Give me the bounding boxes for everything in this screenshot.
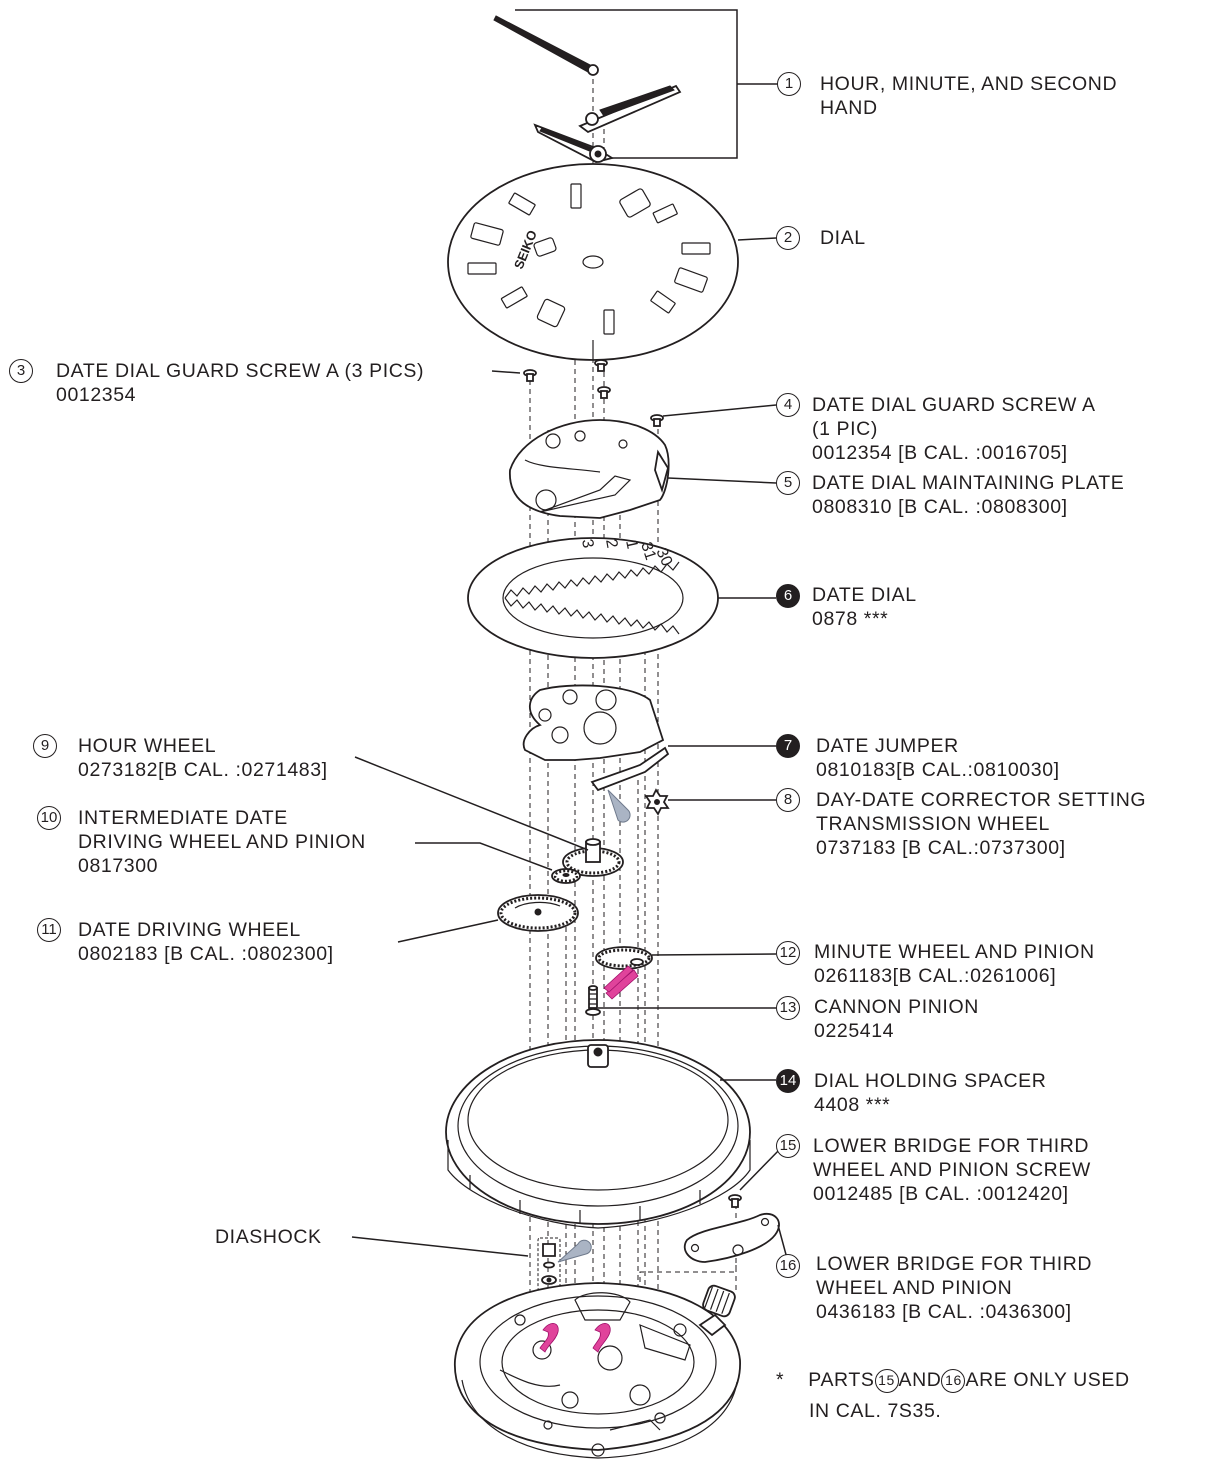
part-label-2: DIAL bbox=[820, 227, 866, 249]
oil-drop bbox=[607, 789, 631, 823]
date-numeral-1: 1 bbox=[622, 538, 640, 550]
part-label-3: DATE DIAL GUARD SCREW A (3 PICS)0012354 bbox=[56, 360, 425, 406]
transmission-wheel-part bbox=[644, 788, 776, 816]
note-star: * bbox=[776, 1369, 785, 1391]
lubricant-marks bbox=[603, 965, 639, 1000]
part-number-3: 3 bbox=[9, 359, 33, 383]
dial-part: SEIKO bbox=[447, 163, 739, 361]
part-number-12: 12 bbox=[776, 941, 800, 965]
part-number-8: 8 bbox=[776, 788, 800, 812]
movement-part bbox=[454, 1282, 741, 1459]
note-number-15: 15 bbox=[874, 1368, 899, 1393]
date-jumper-part bbox=[522, 684, 776, 792]
part-number-10: 10 bbox=[37, 806, 61, 830]
note-number-16: 16 bbox=[941, 1368, 966, 1393]
leader-2 bbox=[737, 237, 777, 241]
intermediate-wheel-part bbox=[415, 842, 581, 884]
note-line-2: IN CAL. 7S35. bbox=[809, 1399, 942, 1422]
part-number-7: 7 bbox=[776, 734, 800, 758]
minute-wheel-part bbox=[595, 946, 777, 970]
hour-wheel-part bbox=[354, 756, 624, 877]
hands-part bbox=[493, 15, 682, 163]
date-numeral-30: 30 bbox=[652, 546, 675, 569]
part-number-13: 13 bbox=[776, 996, 800, 1020]
note-text-middle: AND bbox=[898, 1369, 942, 1391]
part-number-1: 1 bbox=[777, 72, 801, 96]
note-text-before: PARTS bbox=[808, 1369, 875, 1391]
part-number-6: 6 bbox=[776, 584, 800, 608]
screw-4-part bbox=[650, 404, 777, 427]
note-text-after: ARE ONLY USED bbox=[965, 1369, 1130, 1391]
date-dial-part: 3 2 1 31 30 bbox=[467, 537, 776, 659]
date-dial-maintaining-plate-part bbox=[509, 419, 777, 519]
part-number-11: 11 bbox=[37, 918, 61, 942]
part-number-5: 5 bbox=[776, 471, 800, 495]
part-number-4: 4 bbox=[776, 393, 800, 417]
part-number-14: 14 bbox=[776, 1069, 800, 1093]
screws-3-part bbox=[491, 359, 611, 399]
part-number-2: 2 bbox=[776, 226, 800, 250]
cannon-pinion-part bbox=[585, 985, 776, 1016]
diashock-part bbox=[351, 1236, 592, 1291]
dial-holding-spacer-part bbox=[445, 1039, 776, 1229]
part-number-15: 15 bbox=[776, 1134, 800, 1158]
part-number-16: 16 bbox=[776, 1254, 800, 1278]
part-number-9: 9 bbox=[33, 734, 57, 758]
diashock-label: DIASHOCK bbox=[215, 1226, 322, 1248]
screw-15-part bbox=[728, 1145, 784, 1208]
hands-bracket bbox=[515, 9, 778, 159]
part-label-4: DATE DIAL GUARD SCREW A(1 PIC)0012354 [B… bbox=[812, 394, 1096, 464]
date-driving-wheel-part bbox=[397, 894, 579, 943]
date-numeral-31: 31 bbox=[637, 540, 659, 562]
date-numeral-3: 3 bbox=[578, 538, 596, 550]
date-numeral-2: 2 bbox=[602, 538, 620, 550]
